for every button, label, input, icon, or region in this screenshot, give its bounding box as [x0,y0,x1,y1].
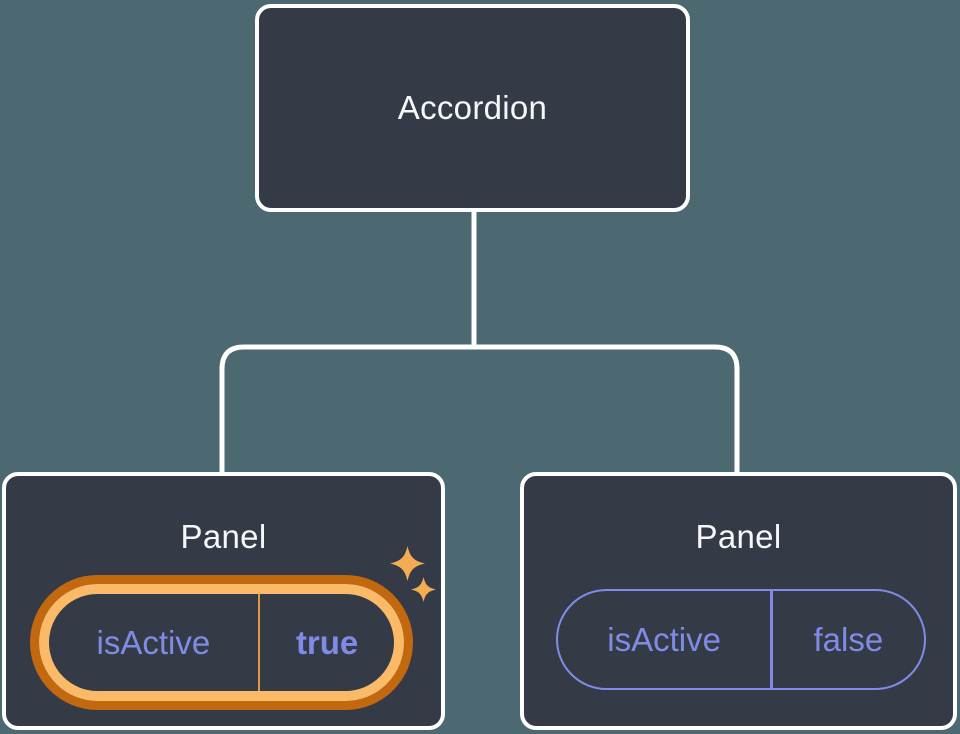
state-pill-divider [257,594,261,691]
node-panel-active: Panel isActive true [2,472,445,730]
state-key: isActive [607,620,721,658]
branch-connector-line [219,344,740,476]
node-panel-inactive: Panel isActive false [520,472,957,730]
state-value: true [295,623,359,661]
state-pill-divider [770,591,773,688]
state-value: false [813,620,884,658]
state-pill-active: isActive true [39,584,404,701]
sparkle-icon [411,577,436,602]
state-key: isActive [96,623,211,661]
state-pill-inactive: isActive false [556,589,926,690]
node-accordion-label: Accordion [397,89,548,126]
node-panel-inactive-label: Panel [695,518,782,555]
node-accordion: Accordion [255,4,690,212]
sparkle-icon [390,546,425,581]
node-panel-active-label: Panel [180,518,267,555]
